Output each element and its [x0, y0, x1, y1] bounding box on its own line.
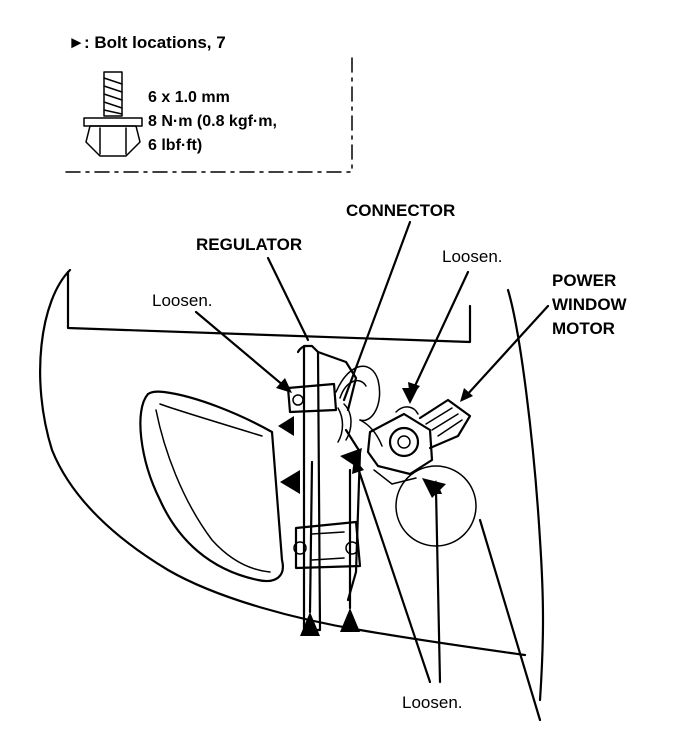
- regulator-upper-bracket: [286, 382, 338, 414]
- bolt-legend: ► : Bolt locations, 7 6 x 1.0 mm 8 N·m (…: [65, 33, 353, 173]
- leader-regulator: [266, 256, 310, 342]
- speaker-opening: [395, 465, 477, 547]
- leader-lines: [194, 220, 550, 684]
- leader-loosen-bottom-right: [434, 488, 442, 684]
- bolt-marker: [422, 478, 446, 498]
- regulator-lower-bracket: [294, 520, 362, 570]
- legend-bolt-locations: : Bolt locations, 7: [84, 33, 226, 52]
- connector-wire-harness: [335, 365, 383, 447]
- flange-bolt-icon: [83, 71, 143, 157]
- label-power-window-motor-line1: POWER: [552, 271, 616, 290]
- legend-marker-symbol: ►: [68, 33, 85, 52]
- legend-spec-torque-line1: 8 N·m (0.8 kgf·m,: [148, 113, 277, 130]
- legend-spec-torque-line2: 6 lbf·ft): [148, 137, 202, 154]
- callout-labels: CONNECTOR REGULATOR Loosen. Loosen. Loos…: [152, 201, 628, 712]
- bolt-marker: [280, 470, 300, 494]
- bolt-marker: [300, 612, 320, 636]
- bolt-marker: [340, 448, 362, 468]
- label-power-window-motor-line3: MOTOR: [552, 319, 615, 338]
- door-inner-cutout: [139, 390, 284, 583]
- leader-loosen-left: [194, 310, 286, 388]
- bolt-markers: [278, 388, 446, 636]
- leader-power-window-motor: [464, 304, 550, 398]
- label-regulator: REGULATOR: [196, 235, 302, 254]
- label-loosen-right: Loosen.: [442, 247, 503, 266]
- label-connector: CONNECTOR: [346, 201, 455, 220]
- leader-connector: [342, 220, 412, 402]
- leader-loosen-bottom-left: [356, 466, 432, 684]
- bolt-marker: [340, 608, 360, 632]
- label-loosen-bottom: Loosen.: [402, 693, 463, 712]
- door-panel-outline: [39, 268, 545, 722]
- label-loosen-left: Loosen.: [152, 291, 213, 310]
- power-window-motor: [366, 398, 472, 485]
- leader-loosen-right: [412, 270, 470, 390]
- label-power-window-motor-line2: WINDOW: [552, 295, 628, 314]
- bolt-marker: [278, 416, 294, 436]
- bolt-marker: [402, 388, 418, 404]
- legend-spec-size: 6 x 1.0 mm: [148, 89, 230, 106]
